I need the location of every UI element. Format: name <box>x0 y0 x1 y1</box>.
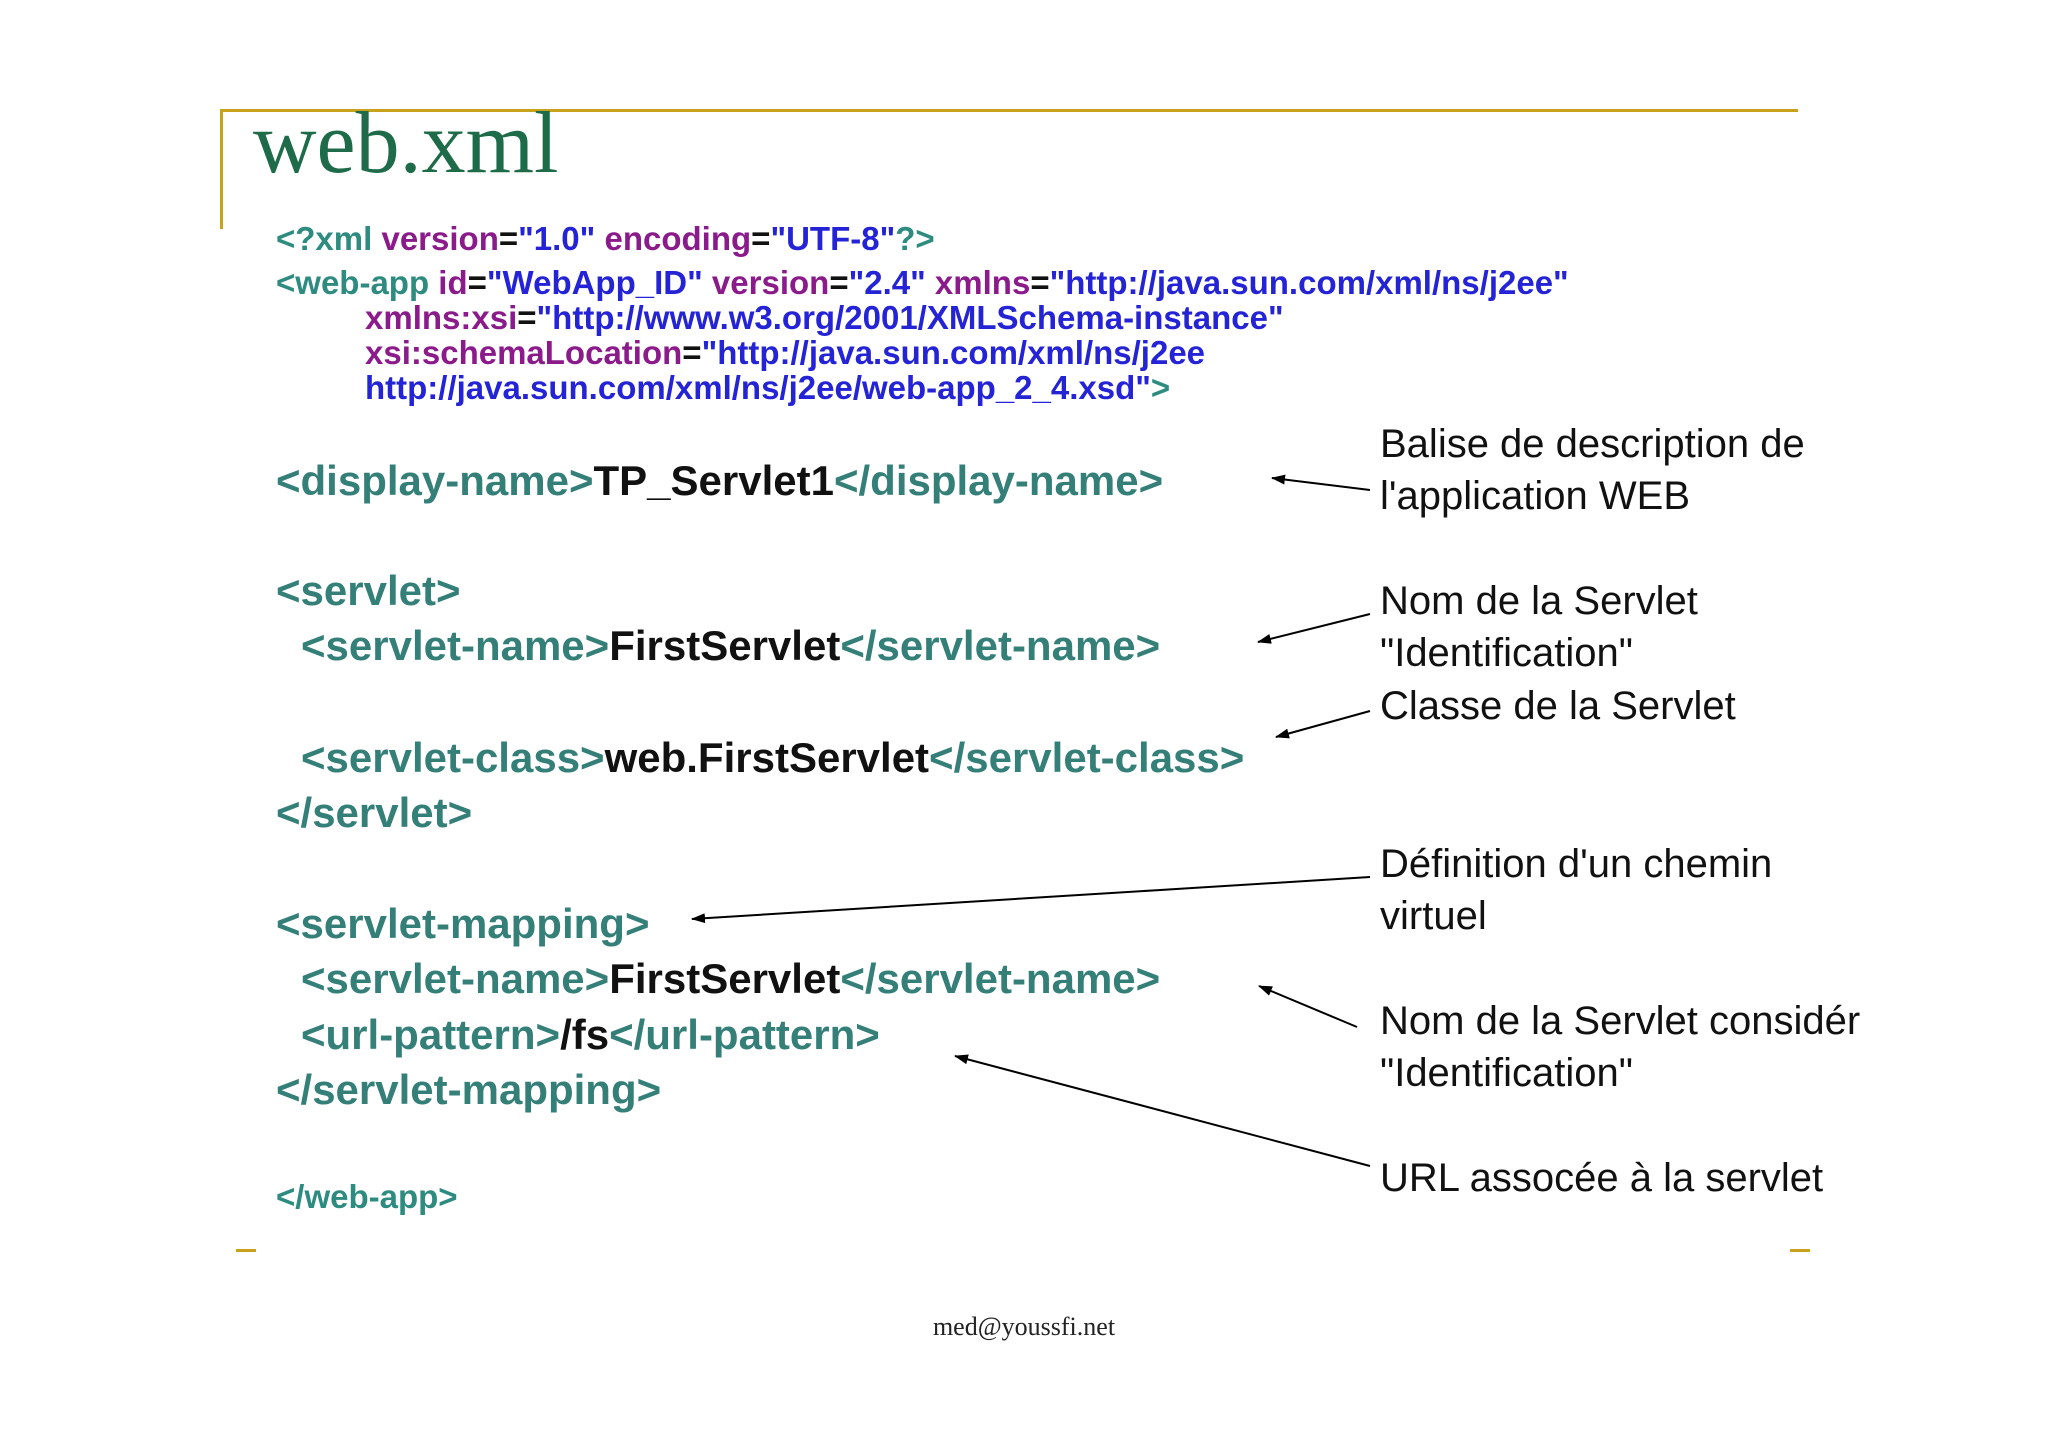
arrow-servlet-mapping <box>691 876 1371 924</box>
note-display-name: Balise de description de l'application W… <box>1380 422 1805 518</box>
note-url-pattern: URL assocée à la servlet <box>1380 1156 1824 1200</box>
webapp-close-line: </web-app> <box>276 1178 458 1215</box>
note-servlet-class: Classe de la Servlet <box>1380 684 1736 728</box>
corner-tick-left <box>236 1249 256 1252</box>
mapping-servlet-name-line: <servlet-name>FirstServlet</servlet-name… <box>301 955 1161 1002</box>
servlet-close-line: </servlet> <box>276 789 473 836</box>
xml-declaration: <?xml version="1.0" encoding="UTF-8"?> <box>276 220 935 257</box>
servlet-name-line: <servlet-name>FirstServlet</servlet-name… <box>301 622 1161 669</box>
footer-email: med@youssfi.net <box>932 1312 1116 1341</box>
webapp-open-line-2: xmlns:xsi="http://www.w3.org/2001/XMLSch… <box>365 299 1284 336</box>
servlet-mapping-open-line: <servlet-mapping> <box>276 900 650 947</box>
url-pattern-line: <url-pattern>/fs</url-pattern> <box>301 1011 880 1058</box>
note-servlet-mapping: Définition d'un chemin virtuel <box>1380 842 1773 938</box>
webapp-open-line-3: xsi:schemaLocation="http://java.sun.com/… <box>365 334 1206 371</box>
note-servlet-name: Nom de la Servlet "Identification" <box>1380 579 1698 675</box>
arrow-servlet-class <box>1275 710 1371 739</box>
corner-tick-right <box>1790 1249 1810 1252</box>
note-mapping-servlet-name: Nom de la Servlet considér "Identificati… <box>1380 999 1861 1095</box>
display-name-line: <display-name>TP_Servlet1</display-name> <box>276 457 1164 504</box>
servlet-open-line: <servlet> <box>276 567 461 614</box>
arrow-display-name <box>1271 474 1371 491</box>
webapp-open-line-1: <web-app id="WebApp_ID" version="2.4" xm… <box>276 264 1569 301</box>
title-rule-left <box>220 109 223 229</box>
arrow-mapping-servlet-name <box>1258 985 1358 1028</box>
webapp-open-line-4: http://java.sun.com/xml/ns/j2ee/web-app_… <box>365 369 1171 406</box>
arrow-servlet-name <box>1257 613 1371 644</box>
servlet-mapping-close-line: </servlet-mapping> <box>276 1066 662 1113</box>
slide-title: web.xml <box>253 95 559 192</box>
arrow-url-pattern <box>954 1054 1371 1167</box>
title-rule-top <box>220 109 1798 112</box>
servlet-class-line: <servlet-class>web.FirstServlet</servlet… <box>301 734 1245 781</box>
